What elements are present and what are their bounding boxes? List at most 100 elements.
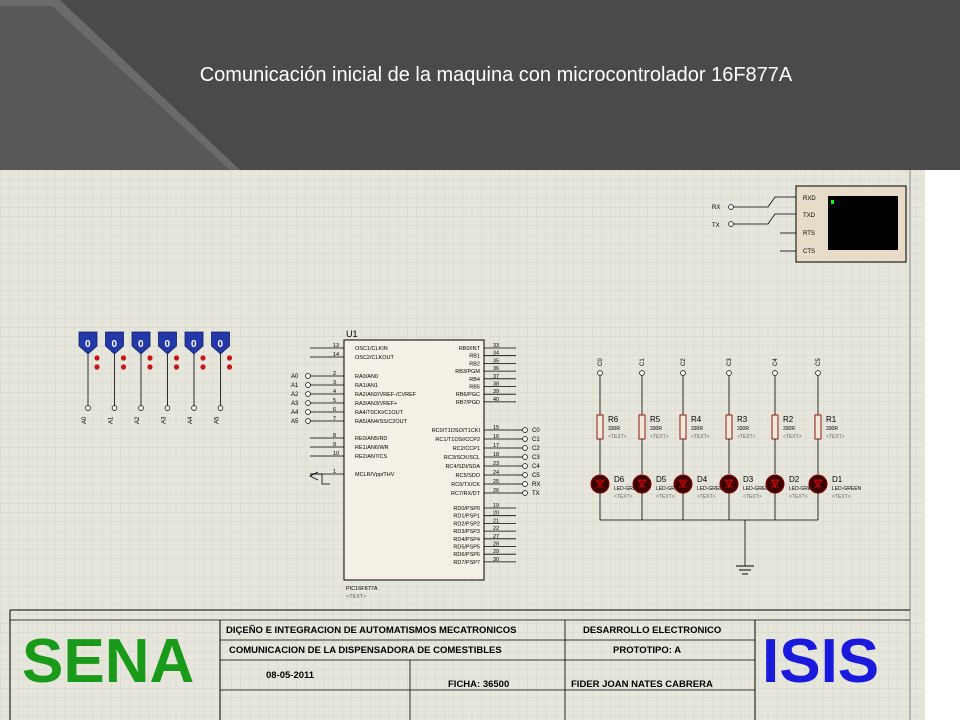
title-block: SENA ISIS DIÇEÑO E INTEGRACION DE AUTOMA…: [9, 609, 910, 720]
mcu-pin-name: RE2/AN7/CS: [355, 454, 387, 460]
diode-type: LED-GREEN: [656, 486, 686, 492]
right-margin: [925, 170, 960, 720]
led-net-label: C0: [598, 358, 604, 366]
mcu-pin-name: RC6/TX/CK: [451, 482, 480, 488]
mcu-pin-number: 2: [333, 371, 336, 377]
mcu-pin-number: 22: [493, 526, 499, 532]
mcu-pin-name: RE0/AN5/RD: [355, 436, 387, 442]
mcu-pin-name: RC5/SDO: [456, 473, 481, 479]
title-date: 08-05-2011: [266, 670, 315, 681]
logic-probe-icon[interactable]: 0A5: [211, 331, 233, 424]
mcu-pin-number: 14: [333, 352, 339, 358]
mcu-pin-number: 35: [493, 358, 499, 364]
svg-text:0: 0: [191, 339, 197, 350]
resistor[interactable]: [771, 414, 779, 440]
resistor-ref: R4: [691, 415, 702, 424]
mcu-pin-name: RA0/AN0: [355, 374, 378, 380]
mcu-pin-number: 15: [493, 425, 499, 431]
led-net-label: C1: [640, 358, 646, 366]
resistor-text: <TEXT>: [691, 434, 710, 440]
mcu-ref: U1: [346, 329, 358, 339]
mcu-pin-name: RA2/AN2/VREF-/CVREF: [355, 392, 417, 398]
mcu-pin-number: 34: [493, 351, 499, 357]
resistor[interactable]: [814, 414, 822, 440]
resistor[interactable]: [596, 414, 604, 440]
logic-probe-icon[interactable]: 0A0: [78, 331, 100, 424]
mcu-pin-name: RA1/AN1: [355, 383, 378, 389]
svg-text:0: 0: [165, 339, 171, 350]
diode-type: LED-GREEN: [614, 486, 644, 492]
mcu-pin-name: RD5/PSP5: [453, 545, 480, 551]
diode-text: <TEXT>: [743, 494, 762, 500]
diode-text: <TEXT>: [832, 494, 851, 500]
resistor[interactable]: [679, 414, 687, 440]
portc-net-label: C0: [532, 428, 540, 434]
mcu-pin-number: 16: [493, 434, 499, 440]
schematic-canvas[interactable]: RXD TXD RTS CTS RX TX 0A00A10A20A30A40A5…: [0, 170, 925, 720]
title-row2-left: COMUNICACION DE LA DISPENSADORA DE COMES…: [229, 645, 502, 656]
resistor-value: 330R: [650, 426, 662, 432]
diode-type: LED-GREEN: [789, 486, 819, 492]
mcu-pin-name: RB4: [469, 377, 480, 383]
mcu-pin-number: 24: [493, 470, 499, 476]
diode-text: <TEXT>: [697, 494, 716, 500]
resistor[interactable]: [638, 414, 646, 440]
virtual-terminal[interactable]: RXD TXD RTS CTS RX TX: [712, 185, 907, 263]
portc-net-label: C3: [532, 455, 540, 461]
probe-label: A3: [162, 416, 168, 424]
resistor-text: <TEXT>: [608, 434, 627, 440]
mcu-pin-name: RB3/PGM: [455, 369, 480, 375]
mcu-pin-name: RD1/PSP1: [453, 514, 480, 520]
mcu-pin-name: RC4/SDI/SDA: [445, 464, 480, 470]
mcu-pin-name: RB7/PGD: [456, 400, 480, 406]
resistor-ref: R6: [608, 415, 619, 424]
triangle-fold-icon: [0, 0, 240, 170]
mcu-pin-number: 23: [493, 461, 499, 467]
resistor-text: <TEXT>: [826, 434, 845, 440]
resistor[interactable]: [725, 414, 733, 440]
led-net-label: C5: [816, 358, 822, 366]
resistor-ref: R3: [737, 415, 748, 424]
portc-net-label: TX: [532, 491, 540, 497]
slide-title: Comunicación inicial de la maquina con m…: [199, 64, 793, 86]
mcu-pin-number: 38: [493, 382, 499, 388]
mcu-pin-number: 1: [333, 469, 336, 475]
sena-logo: SENA: [22, 627, 194, 696]
mcu-pin-name: OSC2/CLKOUT: [355, 355, 394, 361]
resistor-text: <TEXT>: [737, 434, 756, 440]
mcu-pin-name: OSC1/CLKIN: [355, 346, 388, 352]
mcu-pin-name: MCLR/Vpp/THV: [355, 472, 395, 478]
logic-probe-icon[interactable]: 0A4: [184, 331, 206, 424]
terminal-pin-cts: CTS: [803, 249, 815, 255]
mcu-pin-name: RA5/AN4/SS/C2OUT: [355, 419, 408, 425]
mcu-pin-number: 30: [493, 557, 499, 563]
mcu-pin-number: 27: [493, 534, 499, 540]
logic-probe-icon[interactable]: 0A3: [158, 331, 180, 424]
mcu-pin-name: RD6/PSP6: [453, 552, 480, 558]
mcu-pin-number: 7: [333, 416, 336, 422]
slide-header: Comunicación inicial de la maquina con m…: [0, 0, 960, 170]
led-array[interactable]: C0R6330R<TEXT>D6LED-GREEN<TEXT>C1R5330R<…: [590, 358, 862, 575]
mcu-pin-name: RD2/PSP2: [453, 521, 480, 527]
mcu-pin-name: RD3/PSP3: [453, 529, 480, 535]
title-author: FIDER JOAN NATES CABRERA: [571, 679, 713, 690]
resistor-text: <TEXT>: [783, 434, 802, 440]
probe-label: A5: [215, 416, 221, 424]
mcu-pin-number: 17: [493, 443, 499, 449]
logic-probe-icon[interactable]: 0A2: [131, 331, 153, 424]
mcu-pin-number: 3: [333, 380, 336, 386]
terminal-pin-rxd: RXD: [803, 196, 816, 202]
terminal-input-rx: RX: [712, 205, 720, 211]
mcu-pin-number: 19: [493, 503, 499, 509]
logic-probe-icon[interactable]: 0A1: [105, 331, 127, 424]
mcu-pin-name: RC0/T1OSO/T1CKI: [432, 428, 481, 434]
svg-text:0: 0: [112, 339, 118, 350]
